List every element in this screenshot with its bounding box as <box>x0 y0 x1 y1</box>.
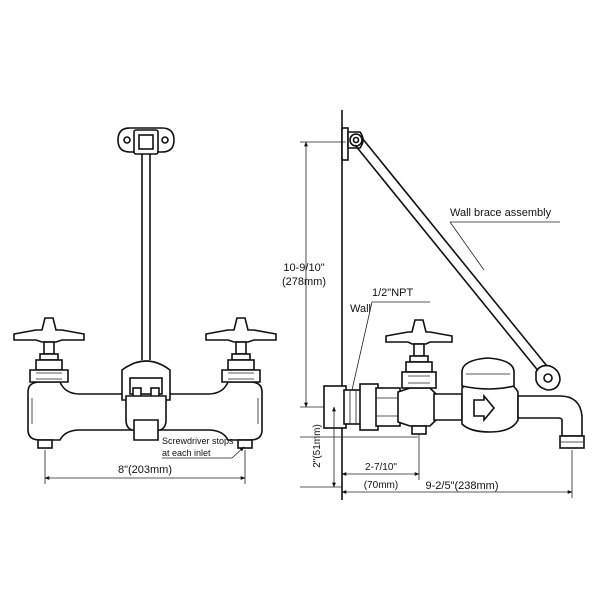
npt-callout: 1/2"NPT <box>351 287 430 391</box>
height-mm-label: (278mm) <box>282 276 326 288</box>
diagonal-brace <box>354 137 561 391</box>
wall-brace-callout: Wall brace assembly <box>449 207 560 271</box>
left-handle <box>13 317 85 383</box>
centers-label: 8"(203mm) <box>118 464 172 476</box>
side-spout <box>517 395 585 449</box>
offset-dimension: 2-7/10" (70mm) <box>341 434 420 491</box>
stops-label-line2: at each inlet <box>162 448 211 458</box>
height-dimension: 10-9/10" (278mm) <box>282 141 346 408</box>
faucet-body <box>27 360 263 441</box>
front-view: 8"(203mm) Screwdriver stops at each inle… <box>13 127 277 484</box>
wall-brace-label: Wall brace assembly <box>450 207 552 219</box>
side-body <box>323 357 519 433</box>
offset-label: 2-7/10" <box>365 462 397 473</box>
inlet-height-label: 2"(51mm) <box>312 424 323 468</box>
wall-mount-flange <box>117 127 175 155</box>
offset-mm-label: (70mm) <box>364 480 398 491</box>
side-view: 10-9/10" (278mm) 2"(51mm) 2-7/10" (70mm)… <box>282 110 585 500</box>
wall-label: Wall <box>350 303 371 315</box>
inlet-height-dimension: 2"(51mm) <box>300 406 418 488</box>
side-handle <box>385 319 453 435</box>
projection-dimension: 9-2/5"(238mm) <box>341 450 573 498</box>
right-handle <box>205 317 277 383</box>
brace-rod <box>141 154 151 360</box>
height-label: 10-9/10" <box>283 262 324 274</box>
stops-label-line1: Screwdriver stops <box>162 436 234 446</box>
npt-label: 1/2"NPT <box>372 287 413 299</box>
inlet-stops <box>37 439 253 449</box>
upper-bracket <box>341 127 364 161</box>
wall-callout: Wall <box>350 303 371 315</box>
stops-callout: Screwdriver stops at each inlet <box>162 436 245 459</box>
centers-dimension: 8"(203mm) <box>44 450 246 484</box>
projection-label: 9-2/5"(238mm) <box>426 480 499 492</box>
